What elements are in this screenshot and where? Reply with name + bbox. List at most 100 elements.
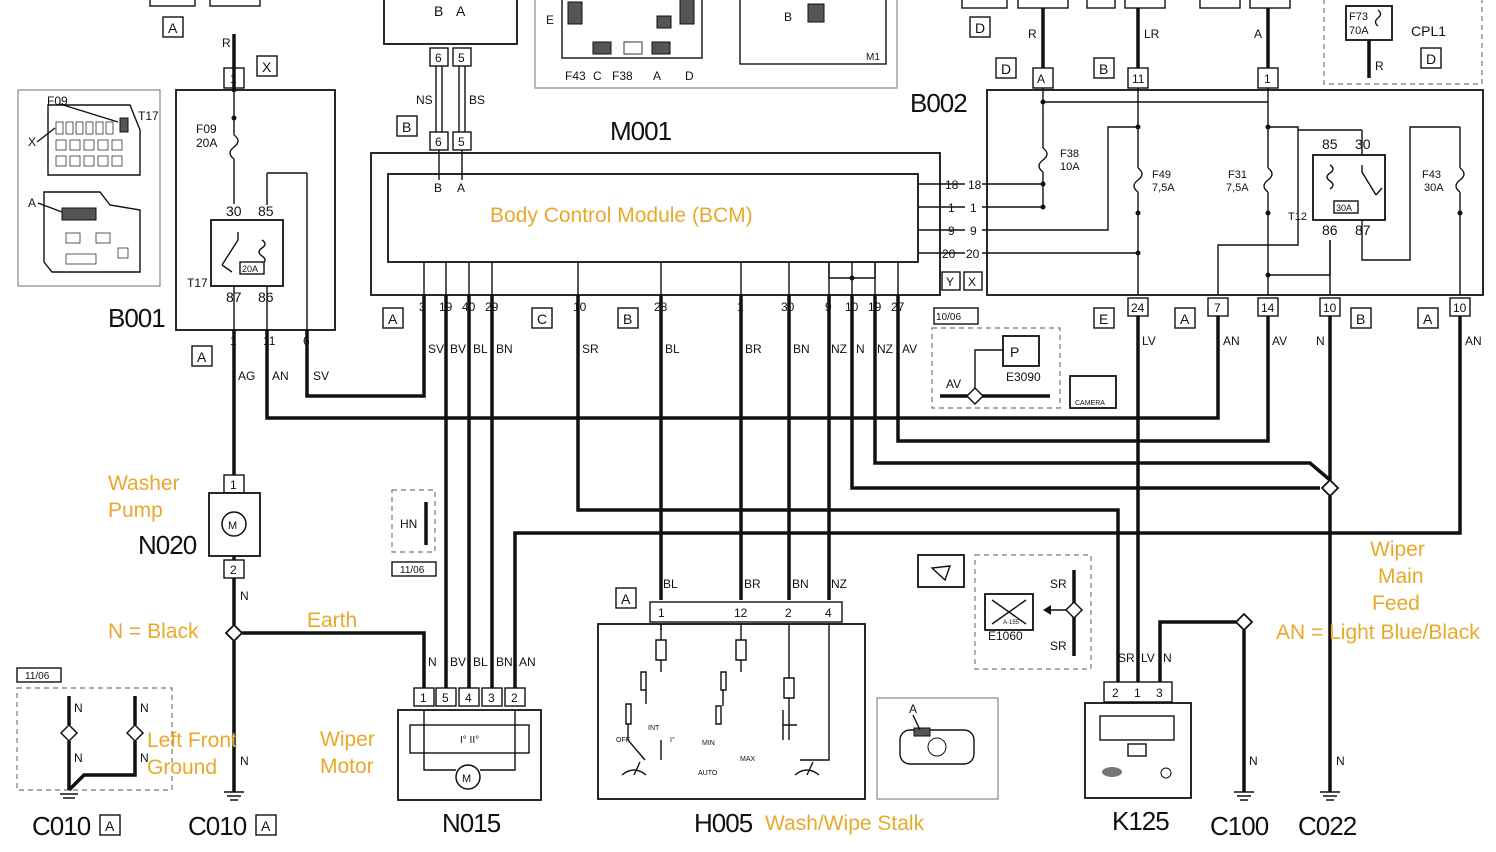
svg-text:SR: SR (1118, 651, 1135, 665)
svg-text:6: 6 (435, 51, 442, 65)
wiring: AG AN SV SV BV BL BN SR BL BR BN NZ N NZ… (224, 295, 1482, 792)
svg-text:7,5A: 7,5A (1226, 182, 1249, 194)
svg-text:A: A (105, 818, 115, 834)
svg-text:N: N (140, 701, 149, 715)
svg-text:SR: SR (1050, 639, 1067, 653)
svg-text:AG: AG (238, 369, 255, 383)
svg-text:C: C (593, 69, 602, 83)
svg-text:10/06: 10/06 (936, 312, 961, 323)
e1060-inset: A-155 E1060 SR SR (917, 554, 1092, 670)
cpl1-block: F73 70A CPL1 R D (1323, 0, 1483, 85)
svg-text:BL: BL (665, 342, 680, 356)
relay-t17-name: T17 (187, 276, 208, 290)
svg-text:AUTO: AUTO (698, 770, 718, 777)
svg-text:D: D (1001, 61, 1011, 77)
b002-fusebox: B002 181 920 D D B A 11 1 R LR A F38 (910, 0, 1484, 329)
svg-text:12: 12 (734, 606, 748, 620)
svg-text:11/06: 11/06 (400, 565, 425, 576)
svg-text:N: N (1316, 334, 1325, 348)
svg-text:9: 9 (970, 224, 977, 238)
annotation-bcm: Body Control Module (BCM) (490, 204, 753, 227)
c022-label: C022 (1298, 811, 1357, 841)
svg-text:1: 1 (1264, 72, 1271, 86)
svg-text:9: 9 (948, 224, 955, 238)
m001-label: M001 (610, 116, 672, 146)
svg-text:A: A (1037, 72, 1045, 86)
fusebox-location-inset: F09 T17 X A (17, 89, 161, 287)
svg-text:M: M (462, 773, 471, 785)
svg-text:F49: F49 (1152, 169, 1171, 181)
svg-text:1: 1 (658, 606, 665, 620)
svg-text:20: 20 (942, 247, 956, 261)
svg-text:A: A (621, 591, 631, 607)
b001-label: B001 (108, 303, 165, 333)
svg-text:3: 3 (488, 691, 495, 705)
b002-label: B002 (910, 88, 967, 118)
svg-text:24: 24 (1131, 301, 1145, 315)
c010-inset: 11/06 N N N N C010 A (16, 667, 173, 841)
svg-text:C: C (537, 311, 547, 327)
svg-text:N: N (428, 655, 437, 669)
svg-text:A: A (457, 181, 465, 195)
svg-text:N: N (856, 342, 865, 356)
svg-text:14: 14 (1261, 301, 1275, 315)
annotation-earth: Earth (307, 609, 357, 632)
svg-text:X: X (968, 275, 976, 289)
svg-text:BR: BR (745, 342, 762, 356)
top-left-partial: A R 1 X (149, 0, 278, 89)
svg-text:86: 86 (1322, 222, 1338, 238)
svg-text:BL: BL (663, 577, 678, 591)
svg-text:2: 2 (230, 563, 237, 577)
svg-text:3: 3 (1156, 686, 1163, 700)
svg-text:Y: Y (946, 275, 954, 289)
n015-label: N015 (442, 808, 501, 838)
svg-text:11: 11 (263, 334, 276, 348)
svg-text:AV: AV (902, 342, 917, 356)
relay-label-t17-inset: T17 (138, 109, 159, 123)
c010-right-label: C010 (188, 811, 247, 841)
svg-text:D: D (1426, 51, 1436, 67)
svg-text:BN: BN (793, 342, 810, 356)
inset-label-a: A (28, 196, 36, 210)
annotation-stalk: Wash/Wipe Stalk (765, 812, 925, 835)
wire-ns: NS (416, 93, 433, 107)
svg-text:1: 1 (948, 201, 955, 215)
svg-text:A: A (1423, 311, 1433, 327)
svg-text:20: 20 (966, 247, 980, 261)
svg-text:MAX: MAX (740, 756, 756, 763)
m1-label: M1 (866, 52, 880, 63)
svg-text:10: 10 (573, 300, 587, 314)
k125-label: K125 (1112, 806, 1169, 836)
svg-text:BN: BN (496, 342, 513, 356)
svg-text:1: 1 (1134, 686, 1141, 700)
svg-text:NZ: NZ (877, 342, 893, 356)
svg-text:BR: BR (744, 577, 761, 591)
svg-text:INT: INT (648, 725, 660, 732)
wire-bs: BS (469, 93, 485, 107)
svg-text:BV: BV (450, 655, 466, 669)
svg-text:I°: I° (670, 736, 675, 744)
svg-text:M: M (228, 520, 237, 532)
svg-text:70A: 70A (1349, 25, 1369, 37)
svg-text:1: 1 (420, 691, 427, 705)
fuse-f09-name: F09 (196, 122, 217, 136)
svg-text:N: N (74, 751, 83, 765)
svg-text:30A: 30A (1336, 203, 1352, 213)
svg-text:NZ: NZ (831, 577, 847, 591)
svg-text:N: N (1249, 754, 1258, 768)
svg-text:MIN: MIN (702, 740, 715, 747)
inset-label-x: X (28, 135, 36, 149)
svg-text:AV: AV (1272, 334, 1287, 348)
svg-text:A: A (388, 311, 398, 327)
wiper-motor-n015: N BV BL BN AN 1 5 4 3 2 I° II° M N015 (397, 655, 542, 838)
svg-text:7: 7 (1214, 301, 1221, 315)
svg-text:11: 11 (1132, 72, 1145, 86)
svg-text:B: B (434, 181, 442, 195)
svg-text:N: N (140, 751, 149, 765)
svg-text:87: 87 (1355, 222, 1371, 238)
